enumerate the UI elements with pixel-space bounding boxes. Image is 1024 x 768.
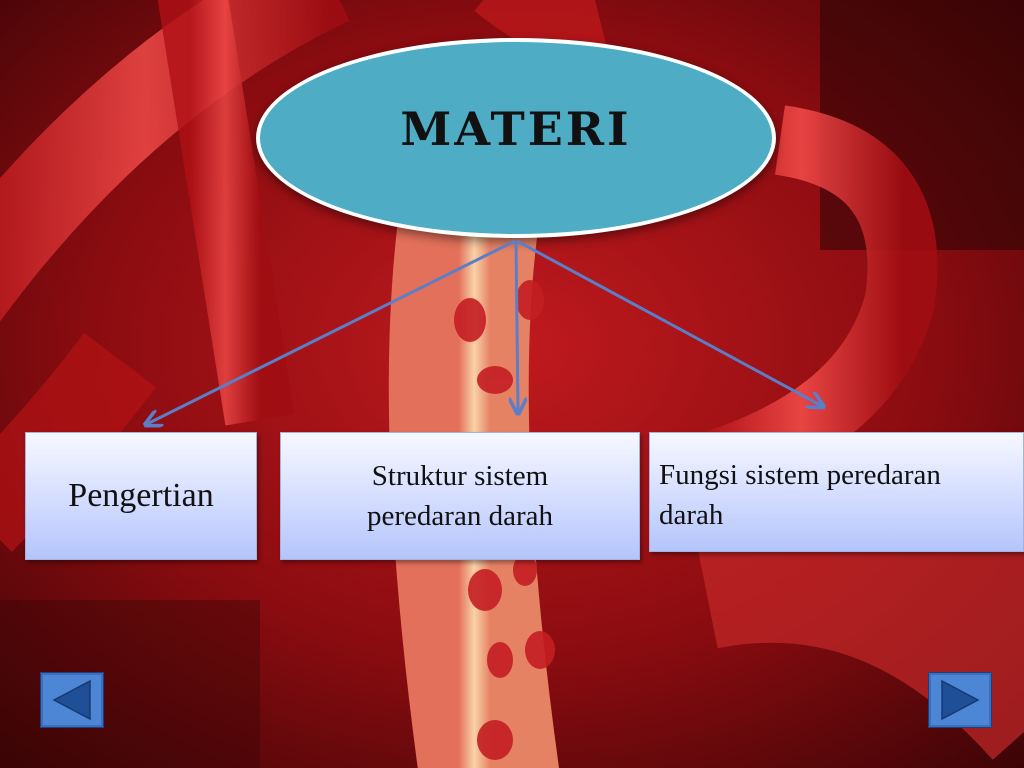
node-pengertian[interactable]: Pengertian (25, 432, 257, 560)
root-node-label: MATERI (400, 102, 632, 156)
next-slide-button[interactable] (927, 671, 993, 729)
node-struktur[interactable]: Struktur sistem peredaran darah (280, 432, 640, 560)
previous-slide-button[interactable] (39, 671, 105, 729)
root-node-materi: MATERI (256, 38, 776, 238)
node-pengertian-label: Pengertian (68, 477, 214, 514)
triangle-right-icon (927, 671, 993, 729)
node-fungsi-label: Fungsi sistem peredaran darah (659, 459, 941, 531)
triangle-left-icon (39, 671, 105, 729)
node-struktur-label: Struktur sistem peredaran darah (367, 460, 553, 532)
node-fungsi[interactable]: Fungsi sistem peredaran darah (649, 432, 1024, 552)
